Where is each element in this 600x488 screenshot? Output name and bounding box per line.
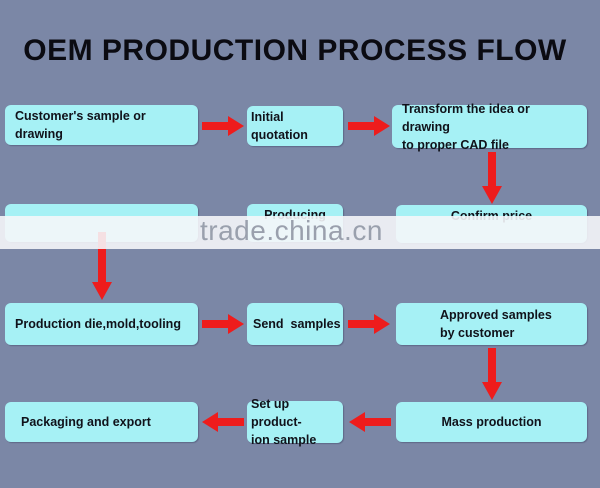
arrow-right-icon	[202, 314, 244, 334]
arrow-right-icon	[202, 116, 244, 136]
arrow-left-icon	[349, 412, 391, 432]
step-label-line1: Set up product-	[251, 397, 302, 429]
arrow-right-icon	[348, 116, 390, 136]
step-label-line1: Transform the idea or drawing	[402, 101, 530, 134]
step-label-line2: ion sample	[251, 433, 317, 447]
arrow-down-icon	[482, 152, 502, 204]
step-customer-sample: Customer's sample or drawing	[5, 105, 198, 145]
step-initial-quotation: Initial quotation	[247, 106, 343, 146]
step-approved-samples: Approved samples by customer	[396, 303, 587, 345]
watermark: trade.china.cn	[200, 215, 383, 246]
step-label-line1: Approved samples	[440, 308, 552, 322]
arrow-down-icon	[482, 348, 502, 400]
step-label: Customer's sample or drawing	[15, 109, 146, 141]
arrow-right-icon	[348, 314, 390, 334]
step-label-line2: to proper CAD file	[402, 137, 509, 152]
watermark-band	[0, 216, 600, 249]
diagram-title: OEM PRODUCTION PROCESS FLOW	[23, 34, 567, 67]
step-label: Packaging and export	[21, 415, 151, 429]
step-label-line2: by customer	[440, 326, 515, 340]
step-label: Initial quotation	[251, 110, 308, 142]
arrow-left-icon	[202, 412, 244, 432]
arrow-down-icon	[92, 232, 112, 300]
step-label: Production die,mold,tooling	[15, 317, 181, 331]
step-production-die: Production die,mold,tooling	[5, 303, 198, 345]
step-send-samples: Send samples	[247, 303, 343, 345]
step-setup-production-sample: Set up product- ion sample	[247, 397, 343, 447]
step-mass-production: Mass production	[396, 402, 587, 442]
step-label: Mass production	[441, 415, 542, 429]
step-label: Send samples	[253, 317, 341, 331]
step-transform-cad: Transform the idea or drawing to proper …	[392, 102, 587, 152]
step-packaging-export: Packaging and export	[5, 402, 198, 442]
